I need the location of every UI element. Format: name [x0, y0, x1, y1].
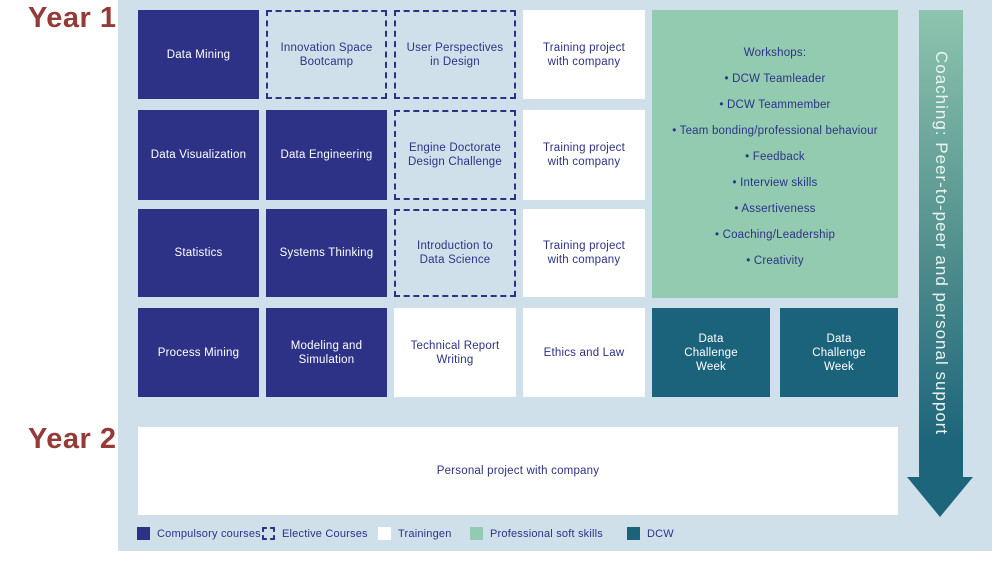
legend-label: Professional soft skills	[490, 527, 604, 540]
soft-skills-swatch-icon	[470, 527, 483, 540]
legend-label: Compulsory courses	[157, 527, 261, 540]
workshops-list: DCW Teamleader DCW Teammember Team bondi…	[652, 72, 898, 268]
training-swatch-icon	[378, 527, 391, 540]
personal-project-box: Personal project with company	[138, 427, 898, 515]
course-box-systems-thinking: Systems Thinking	[266, 209, 387, 297]
workshop-item: Coaching/Leadership	[652, 228, 898, 242]
data-challenge-week-box-2: Data Challenge Week	[780, 308, 898, 397]
year-1-label: Year 1	[28, 2, 117, 34]
workshop-item: Assertiveness	[652, 202, 898, 216]
data-challenge-week-box-1: Data Challenge Week	[652, 308, 770, 397]
legend-label: Trainingen	[398, 527, 452, 540]
year-2-label: Year 2	[28, 423, 117, 455]
compulsory-swatch-icon	[137, 527, 150, 540]
course-box-innovation-space-bootcamp: Innovation Space Bootcamp	[266, 10, 387, 99]
legend-item-dcw: DCW	[627, 527, 674, 540]
course-box-technical-report-writing: Technical Report Writing	[394, 308, 516, 397]
course-box-training-project-3: Training project with company	[523, 209, 645, 297]
course-box-training-project-1: Training project with company	[523, 10, 645, 99]
course-box-process-mining: Process Mining	[138, 308, 259, 397]
workshop-item: Team bonding/professional behaviour	[652, 124, 898, 138]
workshop-item: DCW Teamleader	[652, 72, 898, 86]
coaching-arrow-banner: Coaching: Peer-to-peer and personal supp…	[919, 10, 963, 477]
legend-item-soft-skills: Professional soft skills	[470, 527, 603, 540]
course-box-introduction-to-data-science: Introduction to Data Science	[394, 209, 516, 297]
workshop-item: DCW Teammember	[652, 98, 898, 112]
elective-swatch-icon	[262, 527, 275, 540]
workshop-item: Creativity	[652, 254, 898, 268]
course-box-ethics-and-law: Ethics and Law	[523, 308, 645, 397]
course-box-statistics: Statistics	[138, 209, 259, 297]
down-arrow-icon	[907, 10, 973, 517]
dcw-swatch-icon	[627, 527, 640, 540]
legend-item-elective: Elective Courses	[262, 527, 368, 540]
legend-label: DCW	[647, 527, 674, 540]
course-box-user-perspectives-in-design: User Perspectives in Design	[394, 10, 516, 99]
workshop-item: Feedback	[652, 150, 898, 164]
coaching-arrow-label: Coaching: Peer-to-peer and personal supp…	[932, 51, 951, 436]
legend-label: Elective Courses	[282, 527, 368, 540]
course-box-modeling-and-simulation: Modeling and Simulation	[266, 308, 387, 397]
course-box-data-mining: Data Mining	[138, 10, 259, 99]
workshop-item: Interview skills	[652, 176, 898, 190]
course-box-data-engineering: Data Engineering	[266, 110, 387, 200]
course-box-data-visualization: Data Visualization	[138, 110, 259, 200]
legend-item-trainingen: Trainingen	[378, 527, 452, 540]
course-box-engine-doctorate-design-challenge: Engine Doctorate Design Challenge	[394, 110, 516, 200]
workshops-title: Workshops:	[743, 47, 807, 59]
course-box-training-project-2: Training project with company	[523, 110, 645, 200]
legend-item-compulsory: Compulsory courses	[137, 527, 261, 540]
workshops-panel: Workshops: DCW Teamleader DCW Teammember…	[652, 10, 898, 298]
